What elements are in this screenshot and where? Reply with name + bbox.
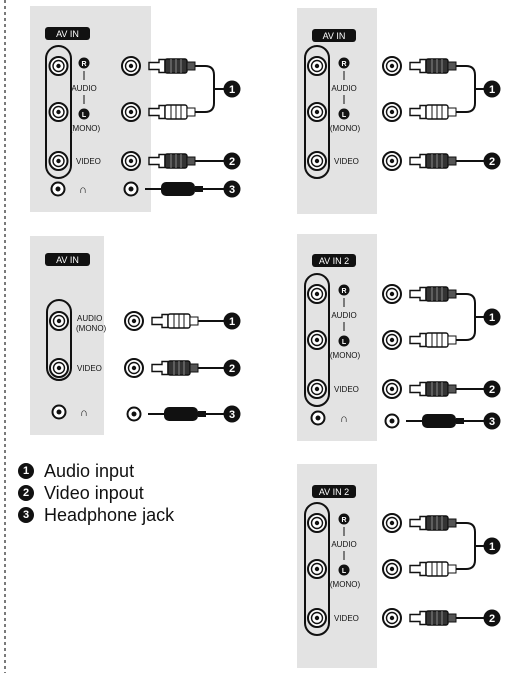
callout-label: 1 bbox=[489, 84, 495, 96]
panel-3-mono: (MONO) bbox=[76, 324, 107, 333]
panel-5-mono: (MONO) bbox=[330, 580, 361, 589]
panel-3-audio: AUDIO bbox=[77, 314, 102, 323]
callout-1-p5: 1 bbox=[483, 537, 501, 555]
panel-1-r: R bbox=[81, 61, 86, 68]
panel-5-l: L bbox=[342, 568, 347, 575]
callout-1-p2: 1 bbox=[483, 80, 501, 98]
legend-number: 3 bbox=[18, 507, 34, 523]
callout-2-p2: 2 bbox=[483, 152, 501, 170]
headphone-icon: ∩ bbox=[79, 184, 87, 196]
callout-label: 1 bbox=[229, 84, 235, 96]
legend-text: Headphone jack bbox=[44, 504, 175, 525]
callout-2-p1: 2 bbox=[223, 152, 241, 170]
callout-1-p4: 1 bbox=[483, 308, 501, 326]
panel-4-label: AV IN 2 bbox=[319, 256, 349, 266]
panel-5-connections bbox=[382, 513, 484, 628]
callout-label: 2 bbox=[229, 156, 235, 168]
callout-label: 3 bbox=[489, 416, 495, 428]
panel-4-l: L bbox=[342, 339, 347, 346]
panel-5-video: VIDEO bbox=[334, 614, 359, 623]
legend-number: 1 bbox=[18, 463, 34, 479]
panel-1-label: AV IN bbox=[56, 29, 79, 39]
panel-4: AV IN 2 R AUDIO L (MONO) VIDEO ∩ bbox=[297, 234, 377, 441]
panel-5-label: AV IN 2 bbox=[319, 487, 349, 497]
panel-3-connections bbox=[124, 311, 224, 422]
callout-3-p3: 3 bbox=[223, 405, 241, 423]
callout-label: 2 bbox=[229, 363, 235, 375]
panel-1-video: VIDEO bbox=[76, 157, 101, 166]
callout-label: 3 bbox=[229, 409, 235, 421]
callout-2-p4: 2 bbox=[483, 380, 501, 398]
panel-4-video: VIDEO bbox=[334, 385, 359, 394]
panel-3: AV IN AUDIO (MONO) VIDEO ∩ bbox=[30, 236, 107, 435]
callout-label: 1 bbox=[489, 312, 495, 324]
panel-4-mono: (MONO) bbox=[330, 351, 361, 360]
panel-5-r: R bbox=[341, 517, 346, 524]
panel-2-video: VIDEO bbox=[334, 157, 359, 166]
callouts: 1 2 3 1 2 1 2 3 1 2 3 1 2 bbox=[223, 80, 501, 627]
panel-3-video: VIDEO bbox=[77, 364, 102, 373]
panel-5-audio: AUDIO bbox=[331, 540, 356, 549]
panel-2-label: AV IN bbox=[323, 31, 346, 41]
legend-number: 2 bbox=[18, 485, 34, 501]
panel-1-connections bbox=[121, 56, 224, 197]
callout-1-p3: 1 bbox=[223, 312, 241, 330]
panel-1-l: L bbox=[82, 112, 87, 119]
panel-2-audio: AUDIO bbox=[331, 84, 356, 93]
headphone-icon: ∩ bbox=[80, 407, 88, 419]
panel-2-connections bbox=[382, 56, 484, 171]
legend-item-audio: 1 Audio input bbox=[18, 459, 134, 483]
legend-item-headphone: 3 Headphone jack bbox=[18, 503, 174, 527]
callout-label: 1 bbox=[229, 316, 235, 328]
callout-1-p1: 1 bbox=[223, 80, 241, 98]
callout-label: 2 bbox=[489, 156, 495, 168]
legend-text: Video inpout bbox=[44, 482, 144, 503]
callout-label: 2 bbox=[489, 613, 495, 625]
callout-label: 1 bbox=[489, 541, 495, 553]
callout-2-p5: 2 bbox=[483, 609, 501, 627]
legend-item-video: 2 Video inpout bbox=[18, 481, 144, 505]
callout-label: 2 bbox=[489, 384, 495, 396]
panel-3-label: AV IN bbox=[56, 255, 79, 265]
callout-3-p1: 3 bbox=[223, 180, 241, 198]
legend-text: Audio input bbox=[44, 460, 135, 481]
panel-4-connections bbox=[382, 284, 484, 429]
callout-2-p3: 2 bbox=[223, 359, 241, 377]
panel-1-audio: AUDIO bbox=[71, 84, 96, 93]
panel-1-mono: (MONO) bbox=[70, 124, 101, 133]
panel-2-mono: (MONO) bbox=[330, 124, 361, 133]
panel-2-r: R bbox=[341, 61, 346, 68]
panel-4-r: R bbox=[341, 288, 346, 295]
headphone-icon: ∩ bbox=[340, 413, 348, 425]
callout-3-p4: 3 bbox=[483, 412, 501, 430]
panel-2-l: L bbox=[342, 112, 347, 119]
panel-5: AV IN 2 R AUDIO L (MONO) VIDEO bbox=[297, 464, 377, 668]
panel-2: AV IN R AUDIO L (MONO) VIDEO bbox=[297, 8, 377, 214]
callout-label: 3 bbox=[229, 184, 235, 196]
panel-4-audio: AUDIO bbox=[331, 311, 356, 320]
